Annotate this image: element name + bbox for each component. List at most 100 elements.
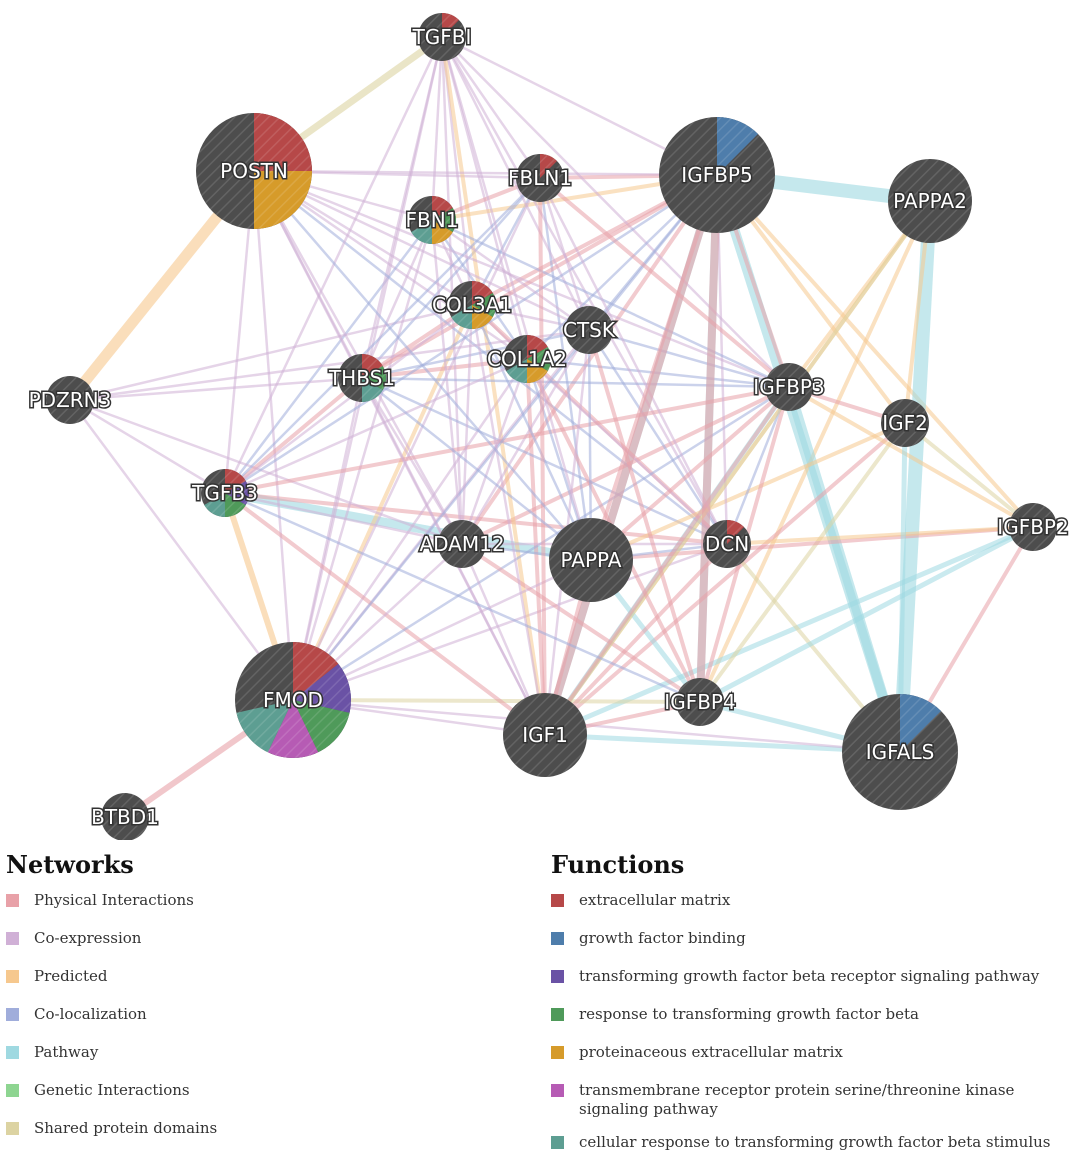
edge-pdzrn3-tgfb3 bbox=[69, 398, 226, 495]
edge-igf2-igfbp4 bbox=[698, 421, 907, 704]
edge-pappa2-igfals bbox=[893, 200, 937, 753]
network-legend-swatch bbox=[6, 932, 19, 945]
edge-igfbp4-igfbp2 bbox=[698, 524, 1035, 705]
edge-fbn1-thbs1 bbox=[360, 219, 434, 379]
function-legend-item: growth factor binding bbox=[551, 929, 1071, 948]
node-label: DCN bbox=[705, 532, 749, 556]
edge-tgfb3-pappa bbox=[224, 488, 592, 565]
node-col3a1[interactable]: COL3A1 bbox=[431, 281, 513, 329]
edge-col3a1-adam12 bbox=[460, 304, 474, 545]
edge-dcn-fmod bbox=[292, 542, 728, 702]
node-igfbp2[interactable]: IGFBP2 bbox=[996, 503, 1070, 551]
node-dcn[interactable]: DCN bbox=[703, 520, 751, 568]
edge-fbn1-adam12 bbox=[430, 219, 464, 545]
function-legend-label: growth factor binding bbox=[579, 929, 746, 947]
network-legend-swatch bbox=[6, 1008, 19, 1021]
node-label: IGFBP2 bbox=[997, 515, 1068, 539]
node-col1a2[interactable]: COL1A2 bbox=[486, 335, 568, 383]
edge-postn-fmod bbox=[252, 170, 295, 701]
edge-igfbp5-igfbp2 bbox=[715, 173, 1035, 529]
edge-tgfb3-adam12 bbox=[224, 491, 463, 546]
node-hatch bbox=[503, 693, 587, 777]
edge-tgfbi-pappa bbox=[440, 36, 593, 561]
node-tgfb3[interactable]: TGFB3 bbox=[190, 469, 259, 517]
function-legend-label: response to transforming growth factor b… bbox=[579, 1005, 919, 1023]
node-label: FBN1 bbox=[406, 208, 459, 232]
node-label: BTBD1 bbox=[91, 805, 159, 829]
node-label: FMOD bbox=[263, 688, 323, 712]
edge-pdzrn3-fmod bbox=[68, 399, 295, 701]
node-label: IGFALS bbox=[866, 740, 935, 764]
node-hatch bbox=[408, 196, 456, 244]
node-hatch bbox=[676, 678, 724, 726]
node-label: PAPPA bbox=[561, 548, 622, 572]
edge-dcn-igfbp2 bbox=[726, 525, 1034, 546]
node-igfbp3[interactable]: IGFBP3 bbox=[752, 363, 826, 411]
node-fbn1[interactable]: FBN1 bbox=[404, 196, 460, 244]
node-igfbp4[interactable]: IGFBP4 bbox=[663, 678, 737, 726]
node-label: IGF2 bbox=[882, 411, 928, 435]
function-legend-label: extracellular matrix bbox=[579, 891, 731, 909]
edge-tgfbi-adam12 bbox=[440, 36, 464, 545]
node-thbs1[interactable]: THBS1 bbox=[326, 354, 397, 402]
node-label: POSTN bbox=[220, 159, 288, 183]
edge-pdzrn3-thbs1 bbox=[69, 376, 363, 402]
edge-igfbp5-igfbp4 bbox=[696, 174, 721, 703]
node-postn[interactable]: POSTN bbox=[196, 113, 312, 229]
edge-igf2-igfbp2 bbox=[903, 421, 1035, 529]
node-igf1[interactable]: IGF1 bbox=[503, 693, 587, 777]
edge-col1a2-adam12 bbox=[460, 358, 529, 545]
function-legend-swatch bbox=[551, 932, 564, 945]
function-legend-item: extracellular matrix bbox=[551, 891, 1071, 910]
node-label: ADAM12 bbox=[419, 532, 504, 556]
edge-thbs1-tgfb3 bbox=[223, 376, 364, 495]
node-hatch bbox=[448, 281, 496, 329]
edge-igf1-igfals bbox=[544, 732, 901, 755]
network-legend-swatch bbox=[6, 970, 19, 983]
node-hatch bbox=[565, 306, 613, 354]
node-igf2[interactable]: IGF2 bbox=[881, 399, 929, 447]
network-legend-swatch bbox=[6, 1084, 19, 1097]
edge-pdzrn3-ctsk bbox=[69, 328, 590, 402]
edge-col1a2-tgfb3 bbox=[224, 357, 528, 495]
node-hatch bbox=[516, 154, 564, 202]
edge-fbln1-fmod bbox=[291, 177, 542, 701]
edge-thbs1-ctsk bbox=[361, 328, 590, 380]
edge-igfbp4-fmod bbox=[292, 698, 701, 704]
edge-ctsk-igfbp4 bbox=[587, 329, 702, 703]
node-ctsk[interactable]: CTSK bbox=[562, 306, 617, 354]
function-legend-item: transforming growth factor beta receptor… bbox=[551, 967, 1071, 986]
node-fbln1[interactable]: FBLN1 bbox=[506, 154, 574, 202]
edge-igf1-igfbp3 bbox=[543, 385, 791, 737]
node-label: IGFBP3 bbox=[753, 375, 824, 399]
node-igfbp5[interactable]: IGFBP5 bbox=[659, 117, 775, 233]
node-btbd1[interactable]: BTBD1 bbox=[90, 793, 160, 840]
node-igfals[interactable]: IGFALS bbox=[842, 694, 958, 810]
node-pappa[interactable]: PAPPA bbox=[549, 518, 633, 602]
function-legend-label: transforming growth factor beta receptor… bbox=[579, 967, 1040, 985]
node-hatch bbox=[549, 518, 633, 602]
node-pappa2[interactable]: PAPPA2 bbox=[888, 159, 972, 243]
node-hatch bbox=[46, 376, 94, 424]
node-pdzrn3[interactable]: PDZRN3 bbox=[27, 376, 113, 424]
node-adam12[interactable]: ADAM12 bbox=[418, 520, 506, 568]
edge-postn-igfbp5 bbox=[253, 169, 718, 177]
network-legend-label: Shared protein domains bbox=[34, 1119, 218, 1137]
node-tgfbi[interactable]: TGFBI bbox=[410, 13, 473, 61]
network-legend-swatch bbox=[6, 1122, 19, 1135]
node-fmod[interactable]: FMOD bbox=[235, 642, 351, 758]
network-legend-item: Genetic Interactions bbox=[6, 1081, 406, 1100]
edge-tgfbi-igfbp3 bbox=[441, 36, 790, 388]
functions-legend-items: extracellular matrix growth factor bindin… bbox=[551, 891, 1071, 1152]
node-hatch bbox=[842, 694, 958, 810]
edge-fbln1-ctsk bbox=[538, 177, 591, 331]
network-legend-item: Physical Interactions bbox=[6, 891, 406, 910]
function-legend-item: proteinaceous extracellular matrix bbox=[551, 1043, 1071, 1062]
node-label: THBS1 bbox=[328, 366, 395, 390]
edge-tgfbi-igf1 bbox=[440, 36, 547, 736]
edge-fmod-igfbp5 bbox=[292, 174, 718, 701]
function-legend-item: transmembrane receptor protein serine/th… bbox=[551, 1081, 1071, 1119]
node-label: COL3A1 bbox=[432, 293, 512, 317]
